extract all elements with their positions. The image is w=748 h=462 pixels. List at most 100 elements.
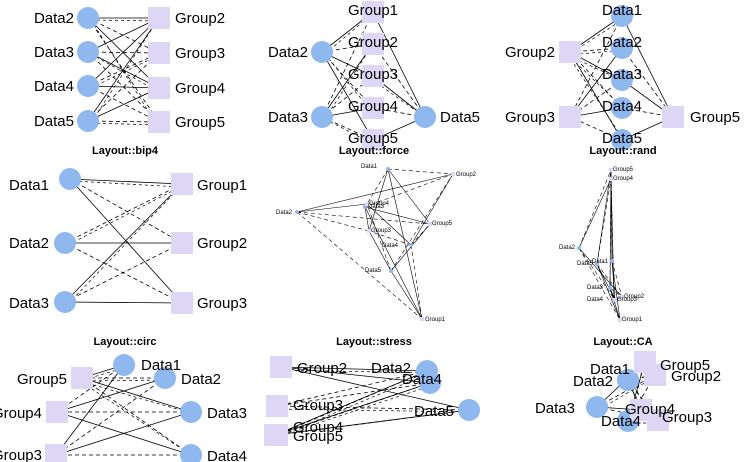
node-label-group2: Group2 <box>297 360 347 377</box>
node-label-group2: Group2 <box>456 172 477 178</box>
edge-data1-group1 <box>387 168 423 320</box>
group-node-group1 <box>420 317 424 321</box>
node-label-group2: Group2 <box>348 34 398 51</box>
node-label-data2: Data2 <box>34 10 74 27</box>
group-node-group2 <box>644 364 666 386</box>
edge-data1-group3 <box>55 364 125 456</box>
edge-data5-group1 <box>596 263 621 321</box>
edge-data2-group3 <box>64 242 183 304</box>
edge-data2-group5 <box>578 169 612 249</box>
node-label-group5: Group5 <box>690 109 740 126</box>
node-label-data4: Data4 <box>207 448 247 462</box>
node-label-group3: Group3 <box>662 409 712 426</box>
edge-data2-group3 <box>87 17 160 54</box>
group-node-group5 <box>609 168 613 172</box>
edge-data2-group4 <box>274 370 428 436</box>
node-label-group3: Group3 <box>175 45 225 62</box>
node-label-group2: Group2 <box>671 368 721 385</box>
group-node-group5 <box>662 106 684 128</box>
edge-data4-group4-alt <box>272 384 434 439</box>
edge-data2-group2 <box>280 366 428 372</box>
group-node-group2 <box>451 172 455 176</box>
edge-data3-group1 <box>364 206 423 320</box>
edge-data3-group1 <box>64 183 183 303</box>
data-node-data1 <box>611 5 633 27</box>
group-node-group2 <box>171 232 193 254</box>
group-node-group3 <box>45 444 67 462</box>
edge-data4-group5 <box>610 169 615 301</box>
node-label-group5: Group5 <box>293 428 343 445</box>
edge-data2-group4 <box>578 178 612 249</box>
data-node-data4 <box>419 372 441 394</box>
edge-data2-group3 <box>296 211 370 232</box>
group-node-group3 <box>367 229 371 233</box>
node-label-group4: Group4 <box>0 405 42 422</box>
edge-data3-group5 <box>609 169 612 289</box>
group-node-group4 <box>148 77 170 99</box>
edge-data4-group2 <box>410 173 454 246</box>
panel-title-layout-stress: Layout::stress <box>336 336 412 348</box>
group-node-group4 <box>46 401 68 423</box>
node-label-data1: Data1 <box>590 361 630 378</box>
node-label-data2: Data2 <box>276 210 293 216</box>
data-node-data2 <box>577 246 581 250</box>
data-node-data1 <box>113 354 135 376</box>
node-label-data5: Data5 <box>602 130 642 147</box>
edge-data3-group2 <box>609 287 623 298</box>
group-node-group1 <box>171 173 193 195</box>
edge-data5-group4 <box>87 87 160 122</box>
group-node-group3 <box>148 42 170 64</box>
node-label-group5: Group5 <box>175 114 225 131</box>
edge-data3-group5 <box>364 206 431 225</box>
data-node-data2 <box>54 232 76 254</box>
edge-data3-group2-alt <box>567 54 626 83</box>
edge-data2-group3 <box>578 247 616 301</box>
node-label-data2: Data2 <box>9 235 49 252</box>
edge-data5-group2 <box>372 43 426 118</box>
edge-data3-group2 <box>364 173 454 208</box>
group-node-group4 <box>630 399 652 421</box>
edge-data2-group2-alt <box>90 19 158 22</box>
edge-data2-group1 <box>64 183 183 244</box>
data-node-data2 <box>154 367 176 389</box>
node-label-data5: Data5 <box>577 261 594 267</box>
edge-data1-group2 <box>611 260 623 298</box>
node-label-group1: Group1 <box>622 317 643 323</box>
node-label-group1: Group1 <box>348 2 398 19</box>
node-label-group5: Group5 <box>613 167 634 173</box>
node-label-data3: Data3 <box>268 109 308 126</box>
edge-data5-group2 <box>390 173 454 272</box>
data-node-data4 <box>180 444 202 462</box>
node-label-group3: Group3 <box>617 297 638 303</box>
panel-title-layout-force: Layout::force <box>339 145 409 157</box>
data-node-data5 <box>414 106 436 128</box>
edge-data5-group5 <box>87 120 160 123</box>
edge-data4-group4 <box>56 411 192 456</box>
group-node-group2 <box>620 295 624 299</box>
node-label-group5: Group5 <box>660 357 710 374</box>
node-label-group5: Group5 <box>348 130 398 147</box>
group-node-group4 <box>365 202 369 206</box>
node-label-data3: Data3 <box>535 400 575 417</box>
node-label-data5: Data5 <box>365 268 382 274</box>
edge-data2-group4 <box>296 203 368 213</box>
edge-data5-group3 <box>87 52 160 122</box>
edge-data5-group5 <box>276 409 470 436</box>
group-node-group3 <box>266 395 288 417</box>
group-node-group3 <box>171 292 193 314</box>
data-node-data2 <box>611 37 633 59</box>
edge-data2-group1 <box>296 211 423 320</box>
edge-data4-group3 <box>368 230 412 246</box>
edge-data3-group5 <box>81 377 192 413</box>
node-label-group4: Group4 <box>613 176 634 182</box>
node-label-group3: Group3 <box>505 109 555 126</box>
node-label-data3: Data3 <box>368 204 385 210</box>
group-node-group2 <box>148 7 170 29</box>
data-node-data5 <box>611 129 633 151</box>
data-node-data4 <box>611 97 633 119</box>
group-node-group2 <box>559 41 581 63</box>
data-node-data1 <box>59 168 81 190</box>
node-label-data1: Data1 <box>361 164 378 170</box>
edge-data5-group2-alt <box>567 54 626 143</box>
